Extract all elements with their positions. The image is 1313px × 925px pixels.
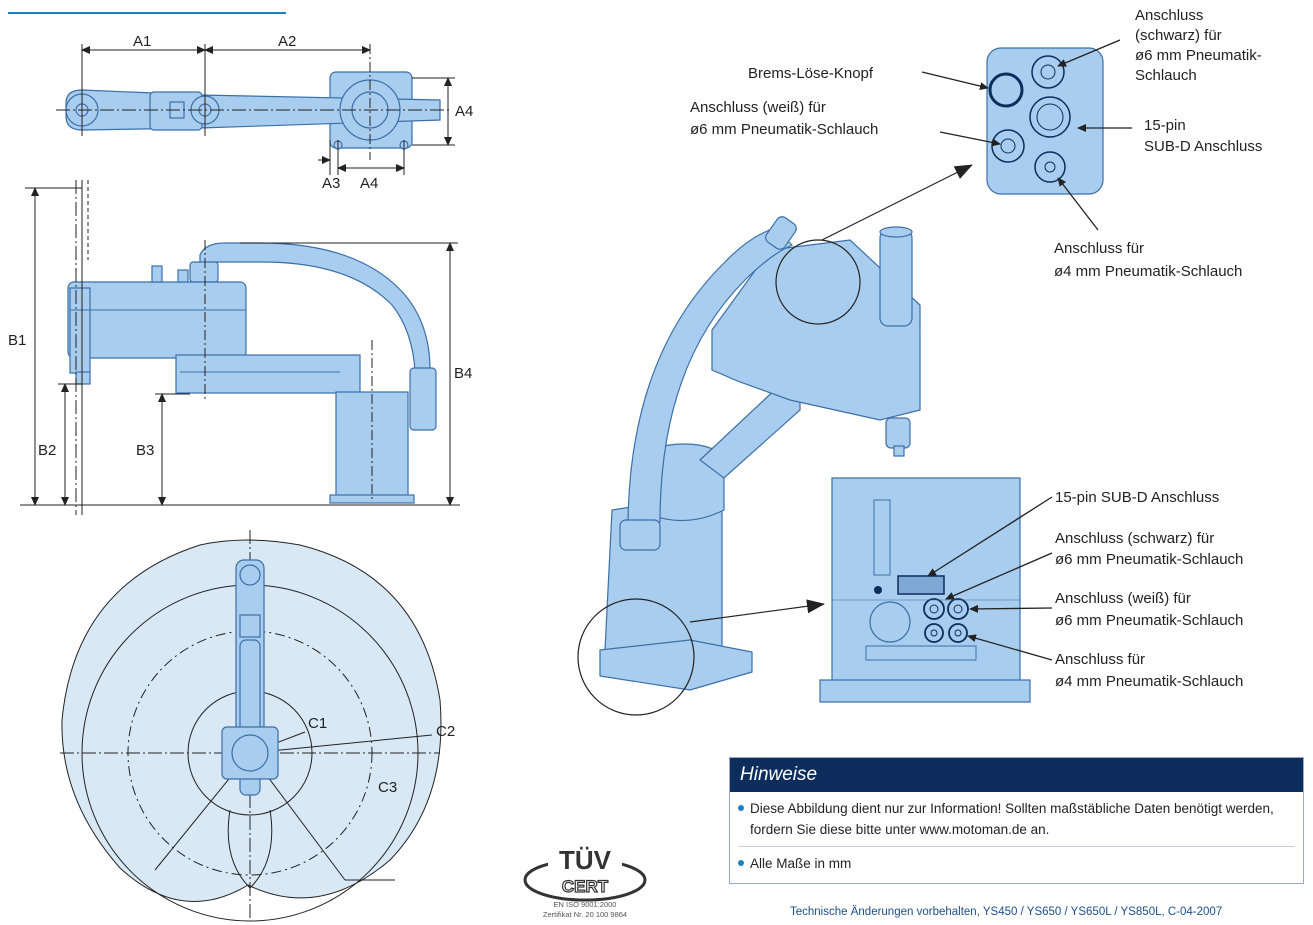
top-view-drawing xyxy=(65,71,441,150)
dim-b1: B1 xyxy=(8,332,26,349)
zoom-circle-base xyxy=(577,598,695,716)
callout-black-base: Anschluss (schwarz) für ø6 mm Pneumatik-… xyxy=(1055,530,1243,568)
top-connector-panel xyxy=(986,47,1104,195)
callout-subd-top: 15-pin SUB-D Anschluss xyxy=(1144,117,1262,155)
dim-a1: A1 xyxy=(133,33,151,50)
dim-b4: B4 xyxy=(454,365,472,382)
notes-list: Diese Abbildung dient nur zur Informatio… xyxy=(730,792,1303,880)
tuv-logo-text: TÜV xyxy=(559,845,612,875)
dim-c3: C3 xyxy=(378,779,397,796)
footer-text: Technische Änderungen vorbehalten, YS450… xyxy=(790,906,1223,918)
callout-black-top: Anschluss (schwarz) für ø6 mm Pneumatik-… xyxy=(1135,7,1266,84)
dim-a4-right: A4 xyxy=(455,103,473,120)
notes-box: Hinweise Diese Abbildung dient nur zur I… xyxy=(729,757,1304,884)
callout-brake-release: Brems-Löse-Knopf xyxy=(748,65,874,82)
base-connector-panel xyxy=(819,477,1031,703)
callout-subd-base: 15-pin SUB-D Anschluss xyxy=(1055,489,1219,506)
callout-white-top: Anschluss (weiß) für ø6 mm Pneumatik-Sch… xyxy=(690,99,878,138)
dim-a4-bottom: A4 xyxy=(360,175,378,192)
callout-p4-base: Anschluss für ø4 mm Pneumatik-Schlauch xyxy=(1055,651,1243,690)
dim-c2: C2 xyxy=(436,723,455,740)
notes-item: Diese Abbildung dient nur zur Informatio… xyxy=(738,792,1295,847)
cert-standard: EN ISO 9001:2000 xyxy=(553,900,617,909)
tuv-cert-logo: TÜV CERT xyxy=(523,845,647,902)
work-area-drawing xyxy=(60,530,442,922)
robot-3d-drawing xyxy=(599,216,921,691)
cert-number: Zertifikat Nr. 20 100 9864 xyxy=(542,910,628,919)
dim-a2: A2 xyxy=(278,33,296,50)
notes-item: Alle Maße in mm xyxy=(738,847,1295,880)
dim-c1: C1 xyxy=(308,715,327,732)
dim-b3: B3 xyxy=(136,442,154,459)
notes-title: Hinweise xyxy=(730,758,1303,792)
zoom-circle-top xyxy=(775,239,861,325)
header-rule xyxy=(8,12,286,14)
dim-a3: A3 xyxy=(322,175,340,192)
dim-b2: B2 xyxy=(38,442,56,459)
cert-logo-text: CERT xyxy=(562,877,609,896)
callout-p4-top: Anschluss für ø4 mm Pneumatik-Schlauch xyxy=(1054,240,1242,280)
side-view-drawing xyxy=(67,242,437,504)
callout-white-base: Anschluss (weiß) für ø6 mm Pneumatik-Sch… xyxy=(1055,590,1243,629)
